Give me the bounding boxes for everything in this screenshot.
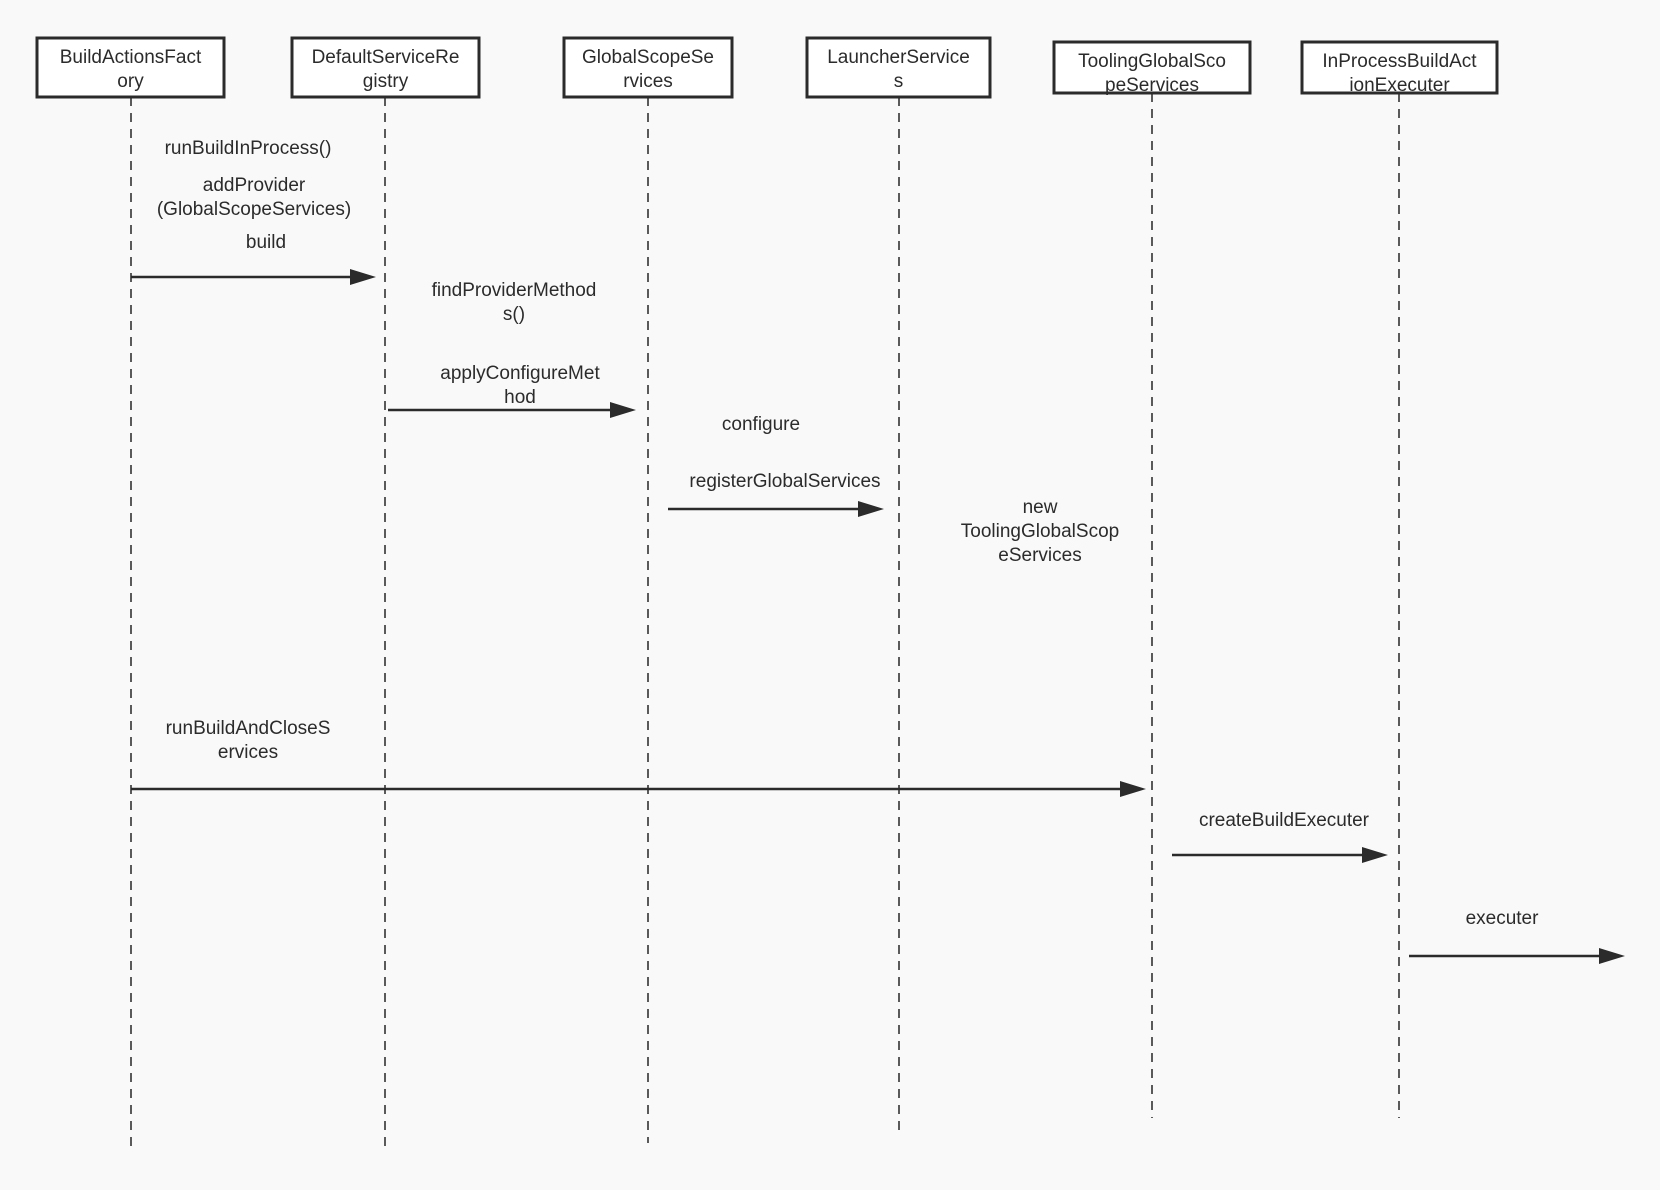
message-createbuildexecuter: createBuildExecuter — [1172, 810, 1388, 863]
message-applyconfiguremethod-label-line: hod — [504, 387, 536, 408]
message-applyconfiguremethod-label-line: applyConfigureMet — [440, 363, 600, 384]
participant-buildactionsfactory[interactable]: BuildActionsFact ory — [35, 36, 226, 99]
participant-globalscopeservices[interactable]: GlobalScopeSe rvices — [562, 36, 734, 99]
note-newtoolingglobalscopeservices-line: new — [1023, 497, 1058, 518]
participant-globalscopeservices-label-line: rvices — [623, 71, 673, 92]
participant-globalscopeservices-label: GlobalScopeSe rvices — [582, 47, 714, 92]
message-build: build — [131, 232, 376, 285]
participant-buildactionsfactory-label-line: BuildActionsFact — [60, 47, 202, 68]
message-registerglobalservices-arrowhead — [858, 501, 884, 517]
participant-defaultserviceregistry-label-line: DefaultServiceRe — [312, 47, 460, 68]
message-applyconfiguremethod-arrowhead — [610, 402, 636, 418]
participant-inprocessbuildactionexecuter-box — [1300, 40, 1499, 95]
participant-defaultserviceregistry-box — [290, 36, 481, 99]
message-runbuildandcloseservices: runBuildAndCloseS ervices — [131, 718, 1146, 797]
participant-launcherservices-label: LauncherService s — [827, 47, 970, 92]
message-runbuildandcloseservices-label: runBuildAndCloseS ervices — [166, 718, 331, 763]
lifelines — [130, 93, 1400, 1152]
message-executer-label-line: executer — [1466, 908, 1540, 929]
message-executer: executer — [1409, 908, 1625, 964]
note-runbuildinprocess-line: runBuildInProcess() — [165, 138, 332, 159]
note-addprovider-globalscopeservices: addProvider (GlobalScopeServices) — [157, 175, 351, 220]
message-registerglobalservices-label: registerGlobalServices — [689, 471, 880, 492]
note-addprovider-globalscopeservices-line: addProvider — [203, 175, 306, 196]
participant-defaultserviceregistry-label: DefaultServiceRe gistry — [312, 47, 460, 92]
participants: BuildActionsFact ory DefaultServiceRe gistr… — [35, 36, 1499, 99]
note-findprovidermethods-line: s() — [503, 304, 525, 325]
participant-buildactionsfactory-label-line: ory — [117, 71, 144, 92]
participant-inprocessbuildactionexecuter[interactable]: InProcessBuildAct ionExecuter — [1300, 40, 1499, 96]
message-executer-arrowhead — [1599, 948, 1625, 964]
message-createbuildexecuter-arrowhead — [1362, 847, 1388, 863]
participant-toolingglobalscopeservices-label-line: ToolingGlobalSco — [1078, 51, 1226, 72]
note-runbuildinprocess: runBuildInProcess() — [165, 138, 332, 159]
note-addprovider-globalscopeservices-line: (GlobalScopeServices) — [157, 199, 351, 220]
message-createbuildexecuter-label-line: createBuildExecuter — [1199, 810, 1370, 831]
message-build-label-line: build — [246, 232, 286, 253]
participant-globalscopeservices-label-line: GlobalScopeSe — [582, 47, 714, 68]
message-applyconfiguremethod: applyConfigureMet hod — [388, 363, 636, 418]
message-createbuildexecuter-label: createBuildExecuter — [1199, 810, 1370, 831]
participant-launcherservices[interactable]: LauncherService s — [805, 36, 992, 99]
message-build-arrowhead — [350, 269, 376, 285]
message-runbuildandcloseservices-label-line: ervices — [218, 742, 278, 763]
participant-toolingglobalscopeservices-label-line: peServices — [1105, 75, 1199, 96]
notes: runBuildInProcess() addProvider (GlobalSco… — [157, 138, 1119, 566]
participant-buildactionsfactory-label: BuildActionsFact ory — [60, 47, 202, 92]
participant-buildactionsfactory-box — [35, 36, 226, 99]
note-configure: configure — [722, 414, 800, 435]
participant-inprocessbuildactionexecuter-label: InProcessBuildAct ionExecuter — [1322, 51, 1477, 96]
participant-globalscopeservices-box — [562, 36, 734, 99]
participant-defaultserviceregistry[interactable]: DefaultServiceRe gistry — [290, 36, 481, 99]
participant-inprocessbuildactionexecuter-label-line: ionExecuter — [1349, 75, 1450, 96]
message-runbuildandcloseservices-arrowhead — [1120, 781, 1146, 797]
participant-toolingglobalscopeservices-label: ToolingGlobalSco peServices — [1078, 51, 1226, 96]
note-configure-line: configure — [722, 414, 800, 435]
participant-toolingglobalscopeservices[interactable]: ToolingGlobalSco peServices — [1052, 40, 1252, 96]
message-executer-label: executer — [1466, 908, 1540, 929]
note-findprovidermethods-line: findProviderMethod — [432, 280, 597, 301]
message-registerglobalservices-label-line: registerGlobalServices — [689, 471, 880, 492]
participant-inprocessbuildactionexecuter-label-line: InProcessBuildAct — [1322, 51, 1477, 72]
participant-launcherservices-box — [805, 36, 992, 99]
note-newtoolingglobalscopeservices-line: ToolingGlobalScop — [961, 521, 1119, 542]
message-applyconfiguremethod-label: applyConfigureMet hod — [440, 363, 600, 408]
message-build-label: build — [246, 232, 286, 253]
participant-launcherservices-label-line: s — [894, 71, 904, 92]
participant-toolingglobalscopeservices-box — [1052, 40, 1252, 95]
participant-launcherservices-label-line: LauncherService — [827, 47, 970, 68]
message-runbuildandcloseservices-label-line: runBuildAndCloseS — [166, 718, 331, 739]
note-findprovidermethods: findProviderMethod s() — [432, 280, 597, 325]
message-registerglobalservices: registerGlobalServices — [668, 471, 884, 517]
messages: build applyConfigureMet hod registerGlobalS… — [131, 232, 1625, 964]
note-newtoolingglobalscopeservices-line: eServices — [998, 545, 1081, 566]
participant-defaultserviceregistry-label-line: gistry — [363, 71, 409, 92]
